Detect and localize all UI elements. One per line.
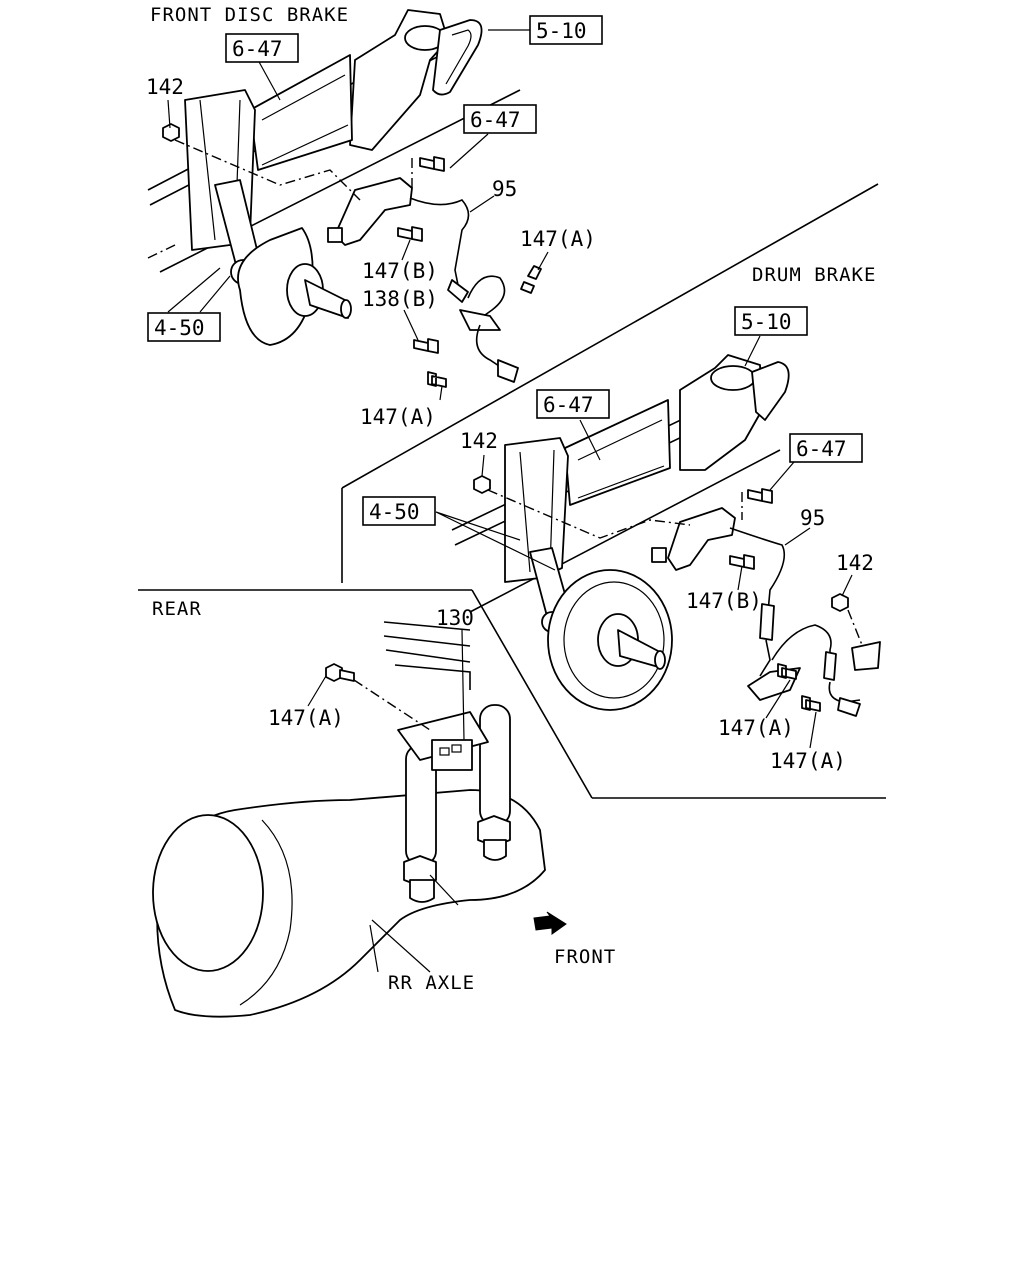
rear-assembly	[152, 621, 567, 1018]
part-label-142-drum-left: 142	[460, 429, 498, 453]
svg-text:6-47: 6-47	[232, 37, 283, 61]
part-label-95-front: 95	[492, 177, 517, 201]
part-label-95-drum: 95	[800, 506, 825, 530]
svg-text:6-47: 6-47	[470, 108, 521, 132]
ref-box-6-47-drum-shield[interactable]: 6-47	[536, 389, 610, 419]
svg-text:5-10: 5-10	[741, 310, 792, 334]
ref-box-6-47-drum-bracket[interactable]: 6-47	[789, 433, 863, 463]
section-dividers	[138, 183, 886, 799]
svg-text:6-47: 6-47	[796, 437, 847, 461]
leader-lines	[167, 29, 853, 973]
svg-text:4-50: 4-50	[369, 500, 420, 524]
section-label-front-disc-brake: FRONT DISC BRAKE	[150, 4, 349, 26]
ref-box-4-50-drum[interactable]: 4-50	[362, 496, 436, 526]
rr-axle-label: RR AXLE	[388, 972, 475, 994]
part-label-130-rear: 130	[436, 606, 474, 630]
svg-text:6-47: 6-47	[543, 393, 594, 417]
part-label-147b-drum: 147(B)	[686, 589, 762, 613]
front-disc-brake-assembly	[147, 9, 542, 388]
svg-text:4-50: 4-50	[154, 316, 205, 340]
part-label-138b-front: 138(B)	[362, 287, 438, 311]
ref-box-5-10-front[interactable]: 5-10	[529, 15, 603, 45]
part-label-142-drum-right: 142	[836, 551, 874, 575]
part-label-147a-rear: 147(A)	[268, 706, 344, 730]
front-direction-label: FRONT	[554, 946, 616, 968]
part-label-142-front: 142	[146, 75, 184, 99]
ref-box-6-47-front-bracket[interactable]: 6-47	[463, 104, 537, 134]
part-label-147a-front-upper: 147(A)	[520, 227, 596, 251]
front-direction-arrow	[533, 911, 567, 935]
part-label-147a-drum-upper: 147(A)	[718, 716, 794, 740]
section-label-rear: REAR	[152, 598, 202, 620]
ref-box-5-10-drum[interactable]: 5-10	[734, 306, 808, 336]
svg-text:5-10: 5-10	[536, 19, 587, 43]
section-label-drum-brake: DRUM BRAKE	[752, 264, 876, 286]
ref-box-6-47-front-shield[interactable]: 6-47	[225, 33, 299, 63]
part-label-147a-front-lower: 147(A)	[360, 405, 436, 429]
drum-brake-assembly	[451, 354, 881, 717]
ref-box-4-50-front[interactable]: 4-50	[147, 312, 221, 342]
part-label-147b-front: 147(B)	[362, 259, 438, 283]
part-label-147a-drum-lower: 147(A)	[770, 749, 846, 773]
